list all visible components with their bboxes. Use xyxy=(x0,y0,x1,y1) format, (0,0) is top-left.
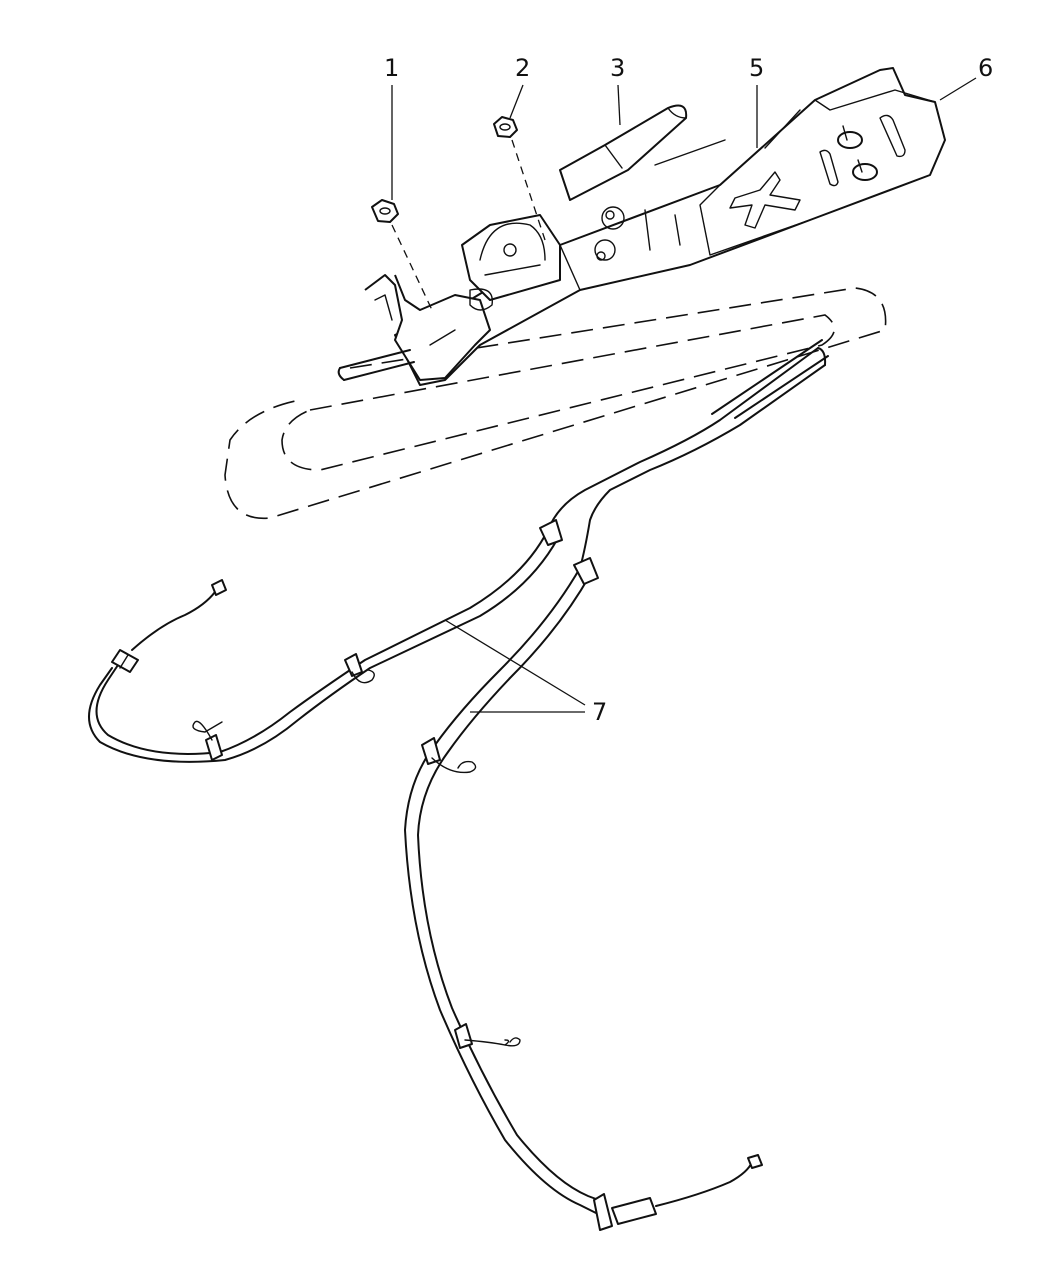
callout-leaders xyxy=(391,77,977,713)
callout-7: 7 xyxy=(592,698,608,726)
right-rear-cable xyxy=(404,557,763,1231)
ratchet-bracket xyxy=(364,214,561,381)
routing-loop-dashed xyxy=(224,287,887,520)
front-cable-pair xyxy=(547,339,829,569)
callout-1: 1 xyxy=(384,54,400,82)
callout-3: 3 xyxy=(610,54,626,82)
lever-cable-ends xyxy=(337,349,415,381)
callout-2: 2 xyxy=(515,54,531,82)
lever-assembly xyxy=(394,67,946,386)
left-rear-cable xyxy=(88,519,563,763)
nut-2 xyxy=(493,116,546,241)
callout-6: 6 xyxy=(978,54,994,82)
nut-1 xyxy=(371,199,433,311)
callout-5: 5 xyxy=(749,54,765,82)
lever-handle-grip xyxy=(559,104,688,201)
